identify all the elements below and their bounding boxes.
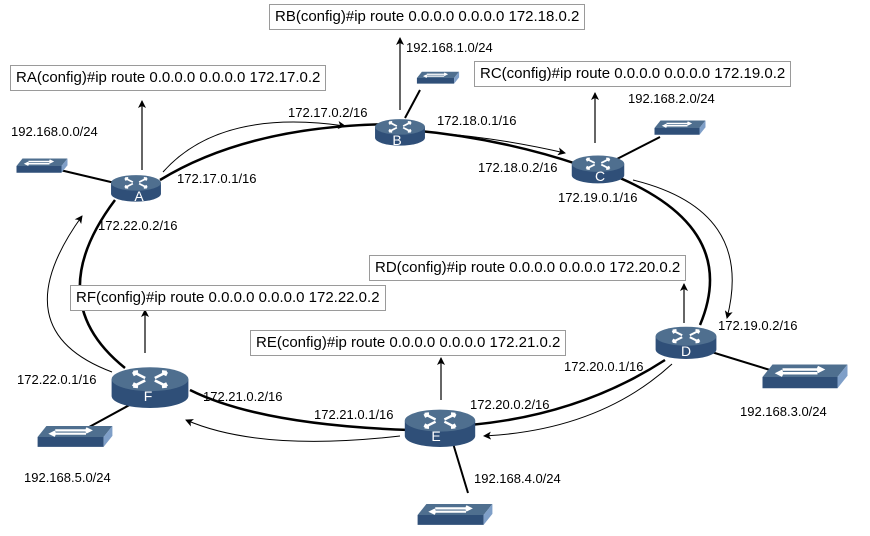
- route-arrow-c-d: [632, 179, 733, 319]
- router-d-label: D: [681, 343, 691, 359]
- link-b-lan: [404, 89, 421, 119]
- iface-e-d: 172.20.0.2/16: [470, 397, 550, 412]
- route-arrow-f-a: [46, 215, 113, 373]
- command-box-re: RE(config)#ip route 0.0.0.0 0.0.0.0 172.…: [250, 330, 567, 356]
- iface-a-b: 172.17.0.1/16: [177, 171, 257, 186]
- iface-e-f: 172.21.0.1/16: [314, 407, 394, 422]
- link-a-lan: [59, 169, 116, 184]
- route-arrow-b-c: [435, 132, 566, 156]
- router-e-label: E: [431, 428, 440, 444]
- link-a-b: [159, 122, 396, 182]
- link-d-lan: [704, 349, 771, 371]
- iface-d-c: 172.19.0.2/16: [718, 318, 798, 333]
- command-box-rc: RC(config)#ip route 0.0.0.0 0.0.0.0 172.…: [474, 61, 792, 87]
- iface-f-a: 172.22.0.1/16: [17, 372, 97, 387]
- switch-lan-f[interactable]: [36, 424, 114, 448]
- iface-f-e: 172.21.0.2/16: [203, 389, 283, 404]
- router-c-label: C: [595, 168, 605, 184]
- router-f-label: F: [144, 388, 153, 404]
- iface-d-e: 172.20.0.1/16: [564, 359, 644, 374]
- link-b-c: [409, 128, 581, 167]
- command-box-rd: RD(config)#ip route 0.0.0.0 0.0.0.0 172.…: [369, 255, 687, 281]
- lan-label-d: 192.168.3.0/24: [740, 404, 827, 419]
- lan-label-c: 192.168.2.0/24: [628, 91, 715, 106]
- switch-lan-d[interactable]: [761, 363, 849, 390]
- command-box-rb: RB(config)#ip route 0.0.0.0 0.0.0.0 172.…: [269, 4, 586, 30]
- lan-label-b: 192.168.1.0/24: [406, 40, 493, 55]
- link-c-d: [619, 176, 712, 326]
- route-arrow-d-e: [483, 363, 673, 440]
- iface-c-b: 172.18.0.2/16: [478, 160, 558, 175]
- iface-b-c: 172.18.0.1/16: [437, 113, 517, 128]
- iface-a-f: 172.22.0.2/16: [98, 218, 178, 233]
- lan-label-e: 192.168.4.0/24: [474, 471, 561, 486]
- switch-lan-e[interactable]: [416, 502, 494, 527]
- route-arrow-a-b: [162, 121, 346, 173]
- command-box-ra: RA(config)#ip route 0.0.0.0 0.0.0.0 172.…: [10, 65, 327, 91]
- iface-b-a: 172.17.0.2/16: [288, 105, 368, 120]
- command-box-rf: RF(config)#ip route 0.0.0.0 0.0.0.0 172.…: [70, 285, 386, 311]
- route-arrow-e-f: [185, 419, 401, 442]
- switch-lan-c[interactable]: [653, 119, 707, 136]
- switch-lan-b[interactable]: [416, 71, 460, 85]
- iface-c-d: 172.19.0.1/16: [558, 190, 638, 205]
- router-b-label: B: [392, 132, 401, 148]
- link-e-lan: [451, 439, 469, 494]
- lan-label-a: 192.168.0.0/24: [11, 124, 98, 139]
- lan-label-f: 192.168.5.0/24: [24, 470, 111, 485]
- link-d-e: [469, 358, 666, 427]
- link-c-lan: [614, 136, 661, 161]
- router-a-label: A: [134, 188, 144, 204]
- switch-lan-a[interactable]: [15, 157, 69, 174]
- link-e-f: [189, 388, 411, 432]
